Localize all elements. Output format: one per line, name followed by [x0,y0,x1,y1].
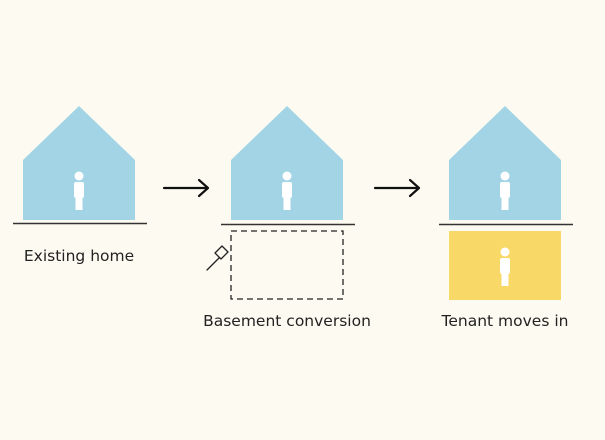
stage-basement-conversion [206,106,355,300]
house-icon [449,106,561,220]
basement-outline [230,230,344,300]
person-icon [74,171,84,210]
stage-label-tenant-moves-in: Tenant moves in [441,312,569,330]
house-icon [231,106,343,220]
right-arrow-icon [373,178,421,198]
person-icon [500,171,510,210]
stage-label-basement-conversion: Basement conversion [203,312,371,330]
right-arrow-icon [162,178,210,198]
hammer-icon [206,245,229,271]
stage-tenant-moves-in [439,106,573,300]
stage-label-existing-home: Existing home [23,247,135,265]
stage-existing-home [13,106,147,225]
person-icon [282,171,292,210]
tenant-person-icon [500,247,510,286]
house-icon [23,106,135,220]
